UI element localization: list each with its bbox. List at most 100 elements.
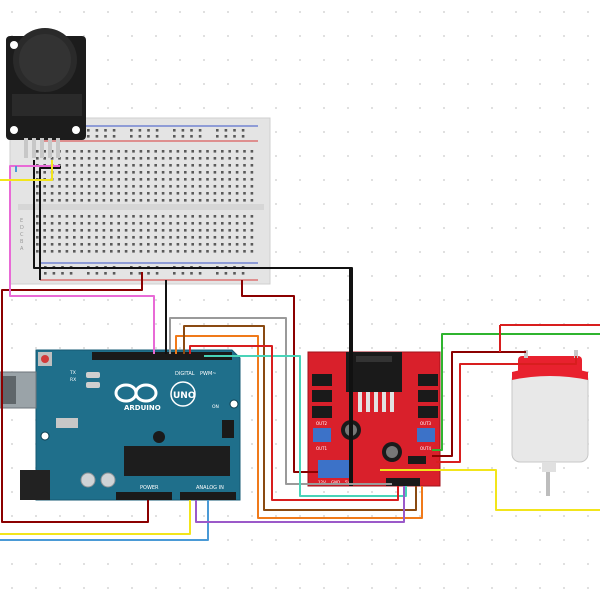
breadboard-hole xyxy=(43,236,46,239)
breadboard-hole xyxy=(73,199,76,202)
breadboard-hole xyxy=(87,185,91,188)
breadboard-hole xyxy=(87,171,91,174)
breadboard-hole xyxy=(243,215,246,218)
breadboard-hole xyxy=(58,192,61,195)
breadboard-hole xyxy=(132,164,135,167)
breadboard-hole xyxy=(43,222,46,225)
breadboard-hole xyxy=(80,192,83,195)
breadboard-hole xyxy=(184,164,187,167)
breadboard-hole xyxy=(50,185,54,188)
breadboard-hole xyxy=(198,272,202,275)
breadboard-hole xyxy=(250,171,254,174)
breadboard-hole xyxy=(243,199,246,202)
breadboard-hole xyxy=(110,250,113,253)
breadboard-hole xyxy=(50,243,54,246)
mounting-hole xyxy=(40,431,50,441)
breadboard-hole xyxy=(221,171,224,174)
breadboard-hole xyxy=(176,236,180,239)
breadboard-hole xyxy=(243,171,246,174)
breadboard-hole xyxy=(102,199,106,202)
tx-label: TX xyxy=(69,370,76,376)
breadboard-hole xyxy=(213,236,217,239)
breadboard-hole xyxy=(102,250,106,253)
breadboard-hole xyxy=(110,178,113,181)
breadboard-hole xyxy=(147,222,150,225)
breadboard-hole xyxy=(184,150,187,153)
breadboard-hole xyxy=(228,199,231,202)
breadboard-hole xyxy=(176,250,180,253)
out3-label: OUT3 xyxy=(420,421,432,426)
driver-out4-terminal xyxy=(417,428,435,442)
breadboard-hole xyxy=(124,199,128,202)
analog-header xyxy=(180,492,236,500)
breadboard-hole xyxy=(169,250,172,253)
breadboard-hole xyxy=(110,171,113,174)
breadboard-hole xyxy=(87,150,91,153)
breadboard-hole xyxy=(198,171,202,174)
breadboard-hole xyxy=(176,157,180,160)
breadboard-hole xyxy=(243,178,246,181)
breadboard-hole xyxy=(221,178,224,181)
breadboard-hole xyxy=(112,135,116,138)
breadboard-hole xyxy=(132,222,135,225)
breadboard-hole xyxy=(235,171,239,174)
out4-label: OUT4 xyxy=(420,446,432,451)
breadboard-hole xyxy=(243,192,246,195)
breadboard-hole xyxy=(43,250,46,253)
breadboard-hole xyxy=(124,250,128,253)
breadboard-hole xyxy=(73,171,76,174)
rx-led xyxy=(86,382,100,388)
breadboard-hole xyxy=(104,272,107,275)
breadboard-hole xyxy=(235,243,239,246)
breadboard-hole xyxy=(80,171,83,174)
breadboard-hole xyxy=(102,192,106,195)
breadboard-hole xyxy=(250,192,254,195)
breadboard-hole xyxy=(147,185,150,188)
row-letter: E xyxy=(20,218,23,224)
breadboard-hole xyxy=(139,164,143,167)
breadboard-hole xyxy=(176,215,180,218)
breadboard-hole xyxy=(65,157,69,160)
breadboard-hole xyxy=(161,178,165,181)
breadboard-hole xyxy=(191,157,194,160)
breadboard-hole xyxy=(80,150,83,153)
breadboard-hole xyxy=(176,178,180,181)
wire-joystick-y-blue xyxy=(0,500,209,541)
breadboard-hole xyxy=(58,215,61,218)
breadboard-hole xyxy=(50,229,54,232)
breadboard-hole xyxy=(198,250,202,253)
breadboard-hole xyxy=(147,150,150,153)
arduino-brand-label: ARDUINO xyxy=(124,404,161,412)
breadboard-hole xyxy=(190,272,193,275)
breadboard-hole xyxy=(184,185,187,188)
breadboard-hole xyxy=(235,164,239,167)
breadboard-hole xyxy=(132,171,135,174)
breadboard-hole xyxy=(147,129,150,132)
breadboard-hole xyxy=(58,250,61,253)
breadboard-hole xyxy=(190,129,193,132)
breadboard-hole xyxy=(228,250,231,253)
breadboard-hole xyxy=(132,250,135,253)
breadboard-hole xyxy=(117,222,120,225)
breadboard-hole xyxy=(73,157,76,160)
driver-enable-jumper xyxy=(408,456,426,464)
breadboard-hole xyxy=(102,222,106,225)
breadboard-hole xyxy=(139,236,143,239)
breadboard-hole xyxy=(95,135,99,138)
breadboard-row-letters: E D C B A xyxy=(20,218,24,252)
breadboard-hole xyxy=(147,171,150,174)
breadboard-hole xyxy=(110,192,113,195)
breadboard-hole xyxy=(50,192,54,195)
breadboard-hole xyxy=(87,222,91,225)
breadboard-hole xyxy=(87,164,91,167)
driver-power-terminal xyxy=(318,460,352,478)
breadboard-hole xyxy=(80,164,83,167)
breadboard-hole xyxy=(243,229,246,232)
breadboard-hole xyxy=(43,171,46,174)
breadboard-hole xyxy=(221,243,224,246)
breadboard-hole xyxy=(130,272,133,275)
breadboard-hole xyxy=(221,185,224,188)
breadboard-hole xyxy=(139,199,143,202)
breadboard-hole xyxy=(43,229,46,232)
breadboard-hole xyxy=(155,135,159,138)
